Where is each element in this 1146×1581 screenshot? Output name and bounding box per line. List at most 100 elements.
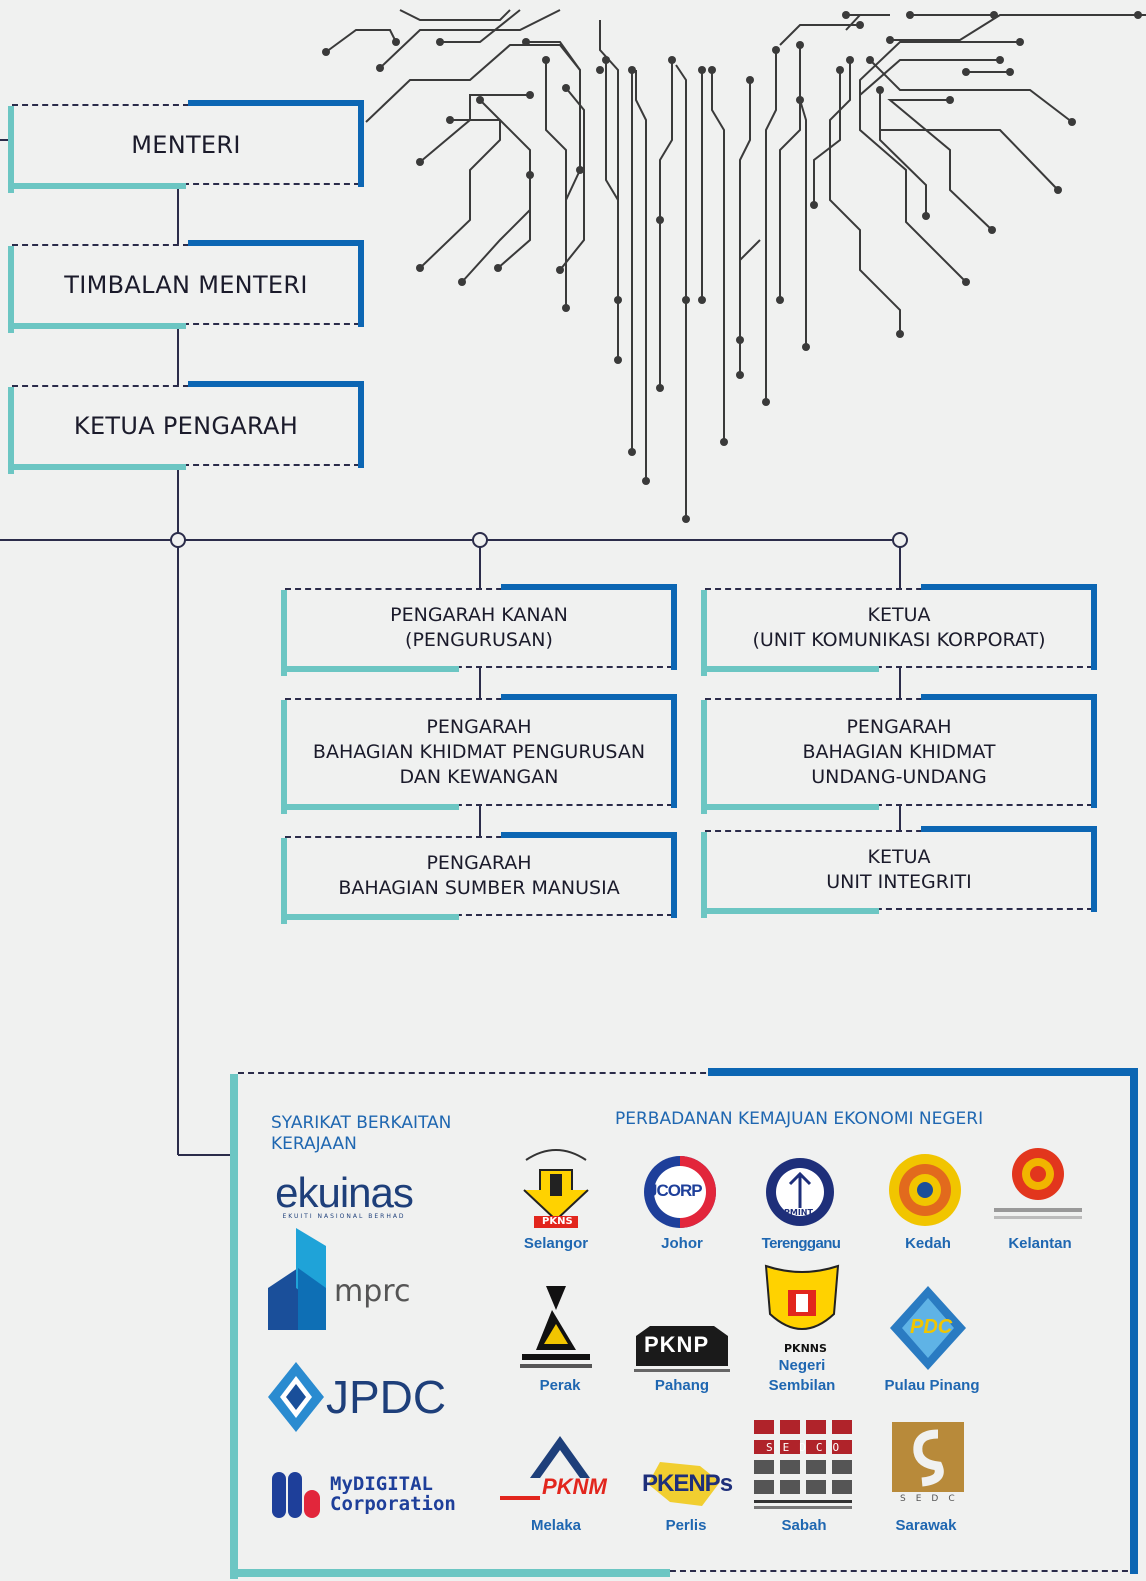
- pknm-mountain-icon: [530, 1436, 590, 1478]
- jcorp-logo: JCORP: [640, 1152, 720, 1232]
- pkns-crest-icon: [523, 1149, 589, 1228]
- pdc-diamond-icon: [890, 1286, 966, 1370]
- caption-melaka: Melaka: [530, 1517, 582, 1534]
- pkns-logo: PKNS: [520, 1140, 592, 1230]
- pknns-logo: PKNNS: [762, 1262, 842, 1355]
- ukk-box: KETUA (UNIT KOMUNIKASI KORPORAT): [701, 584, 1097, 676]
- bsm-box: PENGARAH BAHAGIAN SUMBER MANUSIA: [281, 832, 677, 924]
- pkns-text: PKNS: [542, 1216, 573, 1227]
- ekuinas-logo: ekuinas EKUITI NASIONAL BERHAD: [270, 1170, 418, 1222]
- panel-accent-bottom: [230, 1569, 670, 1577]
- kedah-logo: [887, 1152, 963, 1228]
- mydigital-mark-icon: [272, 1472, 320, 1518]
- perak-emblem-icon: [520, 1286, 592, 1368]
- kelantan-logo: [988, 1146, 1088, 1230]
- pknp-badge-icon: [634, 1326, 730, 1372]
- agencies-panel: [230, 1068, 1138, 1579]
- integriti-box: KETUA UNIT INTEGRITI: [701, 826, 1097, 918]
- sedc-title: PERBADANAN KEMAJUAN EKONOMI NEGERI: [615, 1109, 984, 1129]
- ketua-pengarah-label: KETUA PENGARAH: [73, 411, 299, 440]
- glc-title-line2: KERAJAAN: [271, 1134, 357, 1154]
- caption-negeri-sembilan: Negeri Sembilan: [752, 1356, 852, 1396]
- box-line: KETUA: [867, 604, 931, 626]
- mydigital-logo: MyDIGITAL Corporation: [272, 1468, 456, 1520]
- pkenps-text: PKENPs: [642, 1470, 733, 1497]
- pkenps-map-icon: [648, 1462, 720, 1506]
- caption-sabah: Sabah: [781, 1517, 827, 1534]
- timbalan-menteri-box: TIMBALAN MENTERI: [8, 240, 364, 333]
- mydigital-line2: Corporation: [330, 1493, 456, 1515]
- mydigital-line1: MyDIGITAL: [330, 1473, 433, 1495]
- glc-title-line1: SYARIKAT BERKAITAN: [271, 1113, 452, 1133]
- box-line: PENGARAH: [846, 715, 952, 738]
- caption-kedah: Kedah: [905, 1235, 951, 1252]
- ketua-pengarah-box: KETUA PENGARAH: [8, 381, 364, 474]
- glc-title: SYARIKAT BERKAITAN KERAJAAN: [271, 1113, 451, 1155]
- negeri-sembilan-line2: Sembilan: [768, 1377, 836, 1394]
- caption-pahang: Pahang: [654, 1377, 710, 1394]
- caption-perlis: Perlis: [665, 1517, 707, 1534]
- box-line: BAHAGIAN SUMBER MANUSIA: [338, 877, 620, 899]
- box-line: BAHAGIAN KHIDMAT: [802, 740, 996, 763]
- caption-selangor: Selangor: [523, 1235, 589, 1252]
- panel-accent-left: [230, 1074, 238, 1579]
- box-line: UNDANG-UNDANG: [811, 765, 987, 788]
- pdc-logo: PDC: [888, 1286, 968, 1370]
- timbalan-menteri-label: TIMBALAN MENTERI: [64, 270, 308, 299]
- pmint-gear-icon: [766, 1158, 834, 1226]
- caption-kelantan: Kelantan: [1008, 1235, 1072, 1252]
- pkenps-logo: PKENPs: [640, 1460, 733, 1508]
- box-line: KETUA: [867, 846, 931, 868]
- perak-logo: [516, 1280, 596, 1376]
- pknns-shield-icon: [764, 1264, 840, 1330]
- pknm-text: PKNM: [542, 1474, 607, 1499]
- ekuinas-text: ekuinas: [275, 1168, 414, 1216]
- sedc-s-icon: [892, 1422, 964, 1492]
- caption-johor: Johor: [661, 1235, 703, 1252]
- pknp-text: PKNP: [644, 1332, 710, 1357]
- sedco-grid-icon: [754, 1420, 852, 1509]
- caption-pulau-pinang: Pulau Pinang: [884, 1377, 980, 1394]
- jpdc-text: JPDC: [326, 1371, 447, 1423]
- sedc-text: SEDC: [900, 1494, 965, 1504]
- pmint-logo: PMINT: [760, 1152, 840, 1232]
- jcorp-text: JCORP: [648, 1181, 703, 1200]
- pengarah-kanan-box: PENGARAH KANAN (PENGURUSAN): [281, 584, 677, 676]
- pknm-underline: [500, 1496, 540, 1500]
- jcorp-ring-icon: [644, 1156, 716, 1228]
- kelantan-seal-icon: [994, 1148, 1082, 1219]
- sedco-text: SEDCO: [766, 1441, 850, 1454]
- sedc-sarawak-logo: SEDC: [892, 1422, 964, 1510]
- pknns-text: PKNNS: [784, 1342, 827, 1355]
- pknm-logo: PKNM: [500, 1436, 620, 1512]
- box-line: PENGARAH KANAN: [390, 604, 568, 626]
- caption-terengganu: Terengganu: [761, 1235, 841, 1252]
- menteri-label: MENTERI: [131, 130, 241, 159]
- menteri-box: MENTERI: [8, 100, 364, 193]
- box-line: (UNIT KOMUNIKASI KORPORAT): [752, 629, 1046, 651]
- mprc-mark-icon: [268, 1228, 326, 1330]
- negeri-sembilan-line1: Negeri: [778, 1357, 826, 1374]
- box-line: UNIT INTEGRITI: [826, 871, 972, 893]
- box-line: DAN KEWANGAN: [399, 765, 559, 788]
- panel-accent-top: [708, 1068, 1138, 1076]
- jpdc-mark-icon: [268, 1362, 324, 1432]
- ekuinas-subtext: EKUITI NASIONAL BERHAD: [282, 1212, 406, 1220]
- caption-perak: Perak: [539, 1377, 581, 1394]
- pknp-logo: PKNP: [630, 1326, 734, 1376]
- jpdc-logo: JPDC: [268, 1362, 446, 1432]
- circuit-tree-graphic: [322, 9, 1146, 523]
- box-line: PENGARAH: [426, 852, 532, 874]
- box-line: (PENGURUSAN): [405, 629, 553, 651]
- caption-sarawak: Sarawak: [895, 1517, 957, 1534]
- mydigital-text: MyDIGITAL Corporation: [330, 1474, 456, 1514]
- panel-accent-right: [1130, 1068, 1138, 1574]
- mprc-logo: mprc: [268, 1228, 416, 1330]
- pmint-text: PMINT: [784, 1208, 813, 1217]
- sedco-logo: SEDCO: [754, 1420, 852, 1512]
- box-line: PENGARAH: [426, 715, 532, 738]
- kedah-seal-icon: [889, 1154, 961, 1226]
